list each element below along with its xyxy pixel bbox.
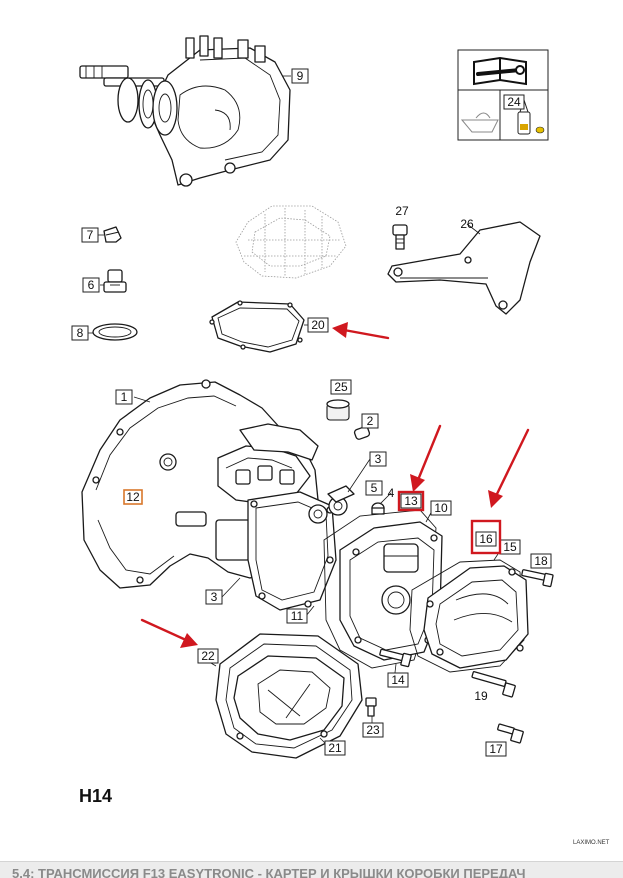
- highlight-arrow-13: [410, 424, 442, 492]
- highlight-arrow-22: [140, 618, 198, 648]
- svg-text:16: 16: [479, 532, 493, 546]
- footer-title: 5.4: ТРАНСМИССИЯ F13 EASYTRONIC - КАРТЕР…: [12, 866, 526, 878]
- svg-text:13: 13: [404, 494, 418, 508]
- watermark-label: LAXIMO.NET: [573, 840, 610, 846]
- svg-text:8: 8: [77, 326, 84, 340]
- svg-text:25: 25: [334, 380, 348, 394]
- callout-3-lower: 3: [205, 589, 223, 605]
- callout-22: 22: [197, 648, 219, 664]
- oil-pan-part: [233, 655, 345, 741]
- book-wrench-icon: [473, 56, 527, 86]
- svg-text:1: 1: [121, 390, 128, 404]
- callout-5: 5: [365, 480, 383, 496]
- callout-12: 12: [123, 489, 143, 505]
- cover-gasket-part: [209, 300, 305, 353]
- callout-7: 7: [81, 227, 99, 243]
- oil-tray-icon: [460, 112, 499, 133]
- highlight-arrow-16: [488, 428, 530, 508]
- svg-text:24: 24: [507, 95, 521, 109]
- svg-text:23: 23: [366, 723, 380, 737]
- svg-text:20: 20: [311, 318, 325, 332]
- callout-11: 11: [286, 608, 308, 624]
- gear-cover-part: [323, 509, 443, 669]
- transmission-assembly: [79, 35, 291, 187]
- bushing-pair: [308, 485, 355, 524]
- transmission-housing: [81, 379, 337, 611]
- plug-screw-part: [103, 269, 127, 293]
- callout-6: 6: [82, 277, 100, 293]
- svg-text:3: 3: [375, 452, 382, 466]
- svg-text:3: 3: [211, 590, 218, 604]
- svg-text:22: 22: [201, 649, 215, 663]
- bolt-14: [379, 648, 412, 668]
- callout-27: 27: [395, 204, 409, 218]
- callout-17: 17: [485, 741, 507, 757]
- callout-9: 9: [291, 68, 309, 84]
- ghost-reference-assembly: [235, 205, 347, 279]
- dowel-part: [353, 419, 371, 440]
- svg-text:17: 17: [489, 742, 503, 756]
- callout-13: 13: [397, 490, 425, 512]
- callout-8: 8: [71, 325, 89, 341]
- svg-text:15: 15: [503, 540, 517, 554]
- outer-cover-part: [409, 559, 529, 673]
- pin-part: [326, 399, 350, 421]
- callout-18: 18: [530, 553, 552, 569]
- cap-part: [103, 226, 122, 243]
- svg-text:5: 5: [371, 481, 378, 495]
- highlight-arrow-20: [332, 322, 390, 340]
- callout-4: 4: [388, 486, 395, 500]
- bolt-17: [497, 723, 524, 744]
- footer-bar: 5.4: ТРАНСМИССИЯ F13 EASYTRONIC - КАРТЕР…: [0, 861, 623, 878]
- sealing-washer-part: [371, 502, 385, 515]
- bolt-19: [471, 671, 516, 698]
- callout-16: 16: [470, 519, 502, 555]
- svg-text:18: 18: [534, 554, 548, 568]
- mounting-bracket-part: [387, 221, 541, 315]
- callout-25: 25: [330, 379, 352, 395]
- svg-text:19: 19: [474, 689, 488, 703]
- callout-21: 21: [324, 740, 346, 756]
- callout-1: 1: [115, 389, 133, 405]
- callout-23: 23: [362, 722, 384, 738]
- oval-seal-part: [92, 323, 138, 341]
- bolt-18: [521, 569, 554, 588]
- callout-26: 26: [460, 217, 474, 231]
- svg-text:27: 27: [395, 204, 409, 218]
- bolt-part: [392, 224, 408, 250]
- callout-20: 20: [307, 317, 329, 333]
- svg-text:12: 12: [126, 490, 140, 504]
- exploded-parts-diagram: 1 2 3 3 4 5 6 7 8 9 10 11 12 13 14 15 16…: [71, 35, 554, 759]
- callout-14: 14: [387, 672, 409, 688]
- bolt-23: [365, 697, 377, 717]
- svg-text:14: 14: [391, 673, 405, 687]
- svg-text:2: 2: [367, 414, 374, 428]
- callout-24: 24: [503, 94, 525, 110]
- svg-text:7: 7: [87, 228, 94, 242]
- svg-text:26: 26: [460, 217, 474, 231]
- svg-text:4: 4: [388, 486, 395, 500]
- callout-10: 10: [430, 500, 452, 516]
- callout-3-upper: 3: [369, 451, 387, 467]
- svg-text:9: 9: [297, 69, 304, 83]
- callout-15: 15: [499, 539, 521, 555]
- svg-text:11: 11: [291, 609, 304, 623]
- svg-text:6: 6: [88, 278, 95, 292]
- page-code-label: H14: [79, 786, 113, 806]
- svg-text:10: 10: [434, 501, 448, 515]
- callout-19: 19: [474, 689, 488, 703]
- callout-2: 2: [361, 413, 379, 429]
- svg-text:21: 21: [328, 741, 342, 755]
